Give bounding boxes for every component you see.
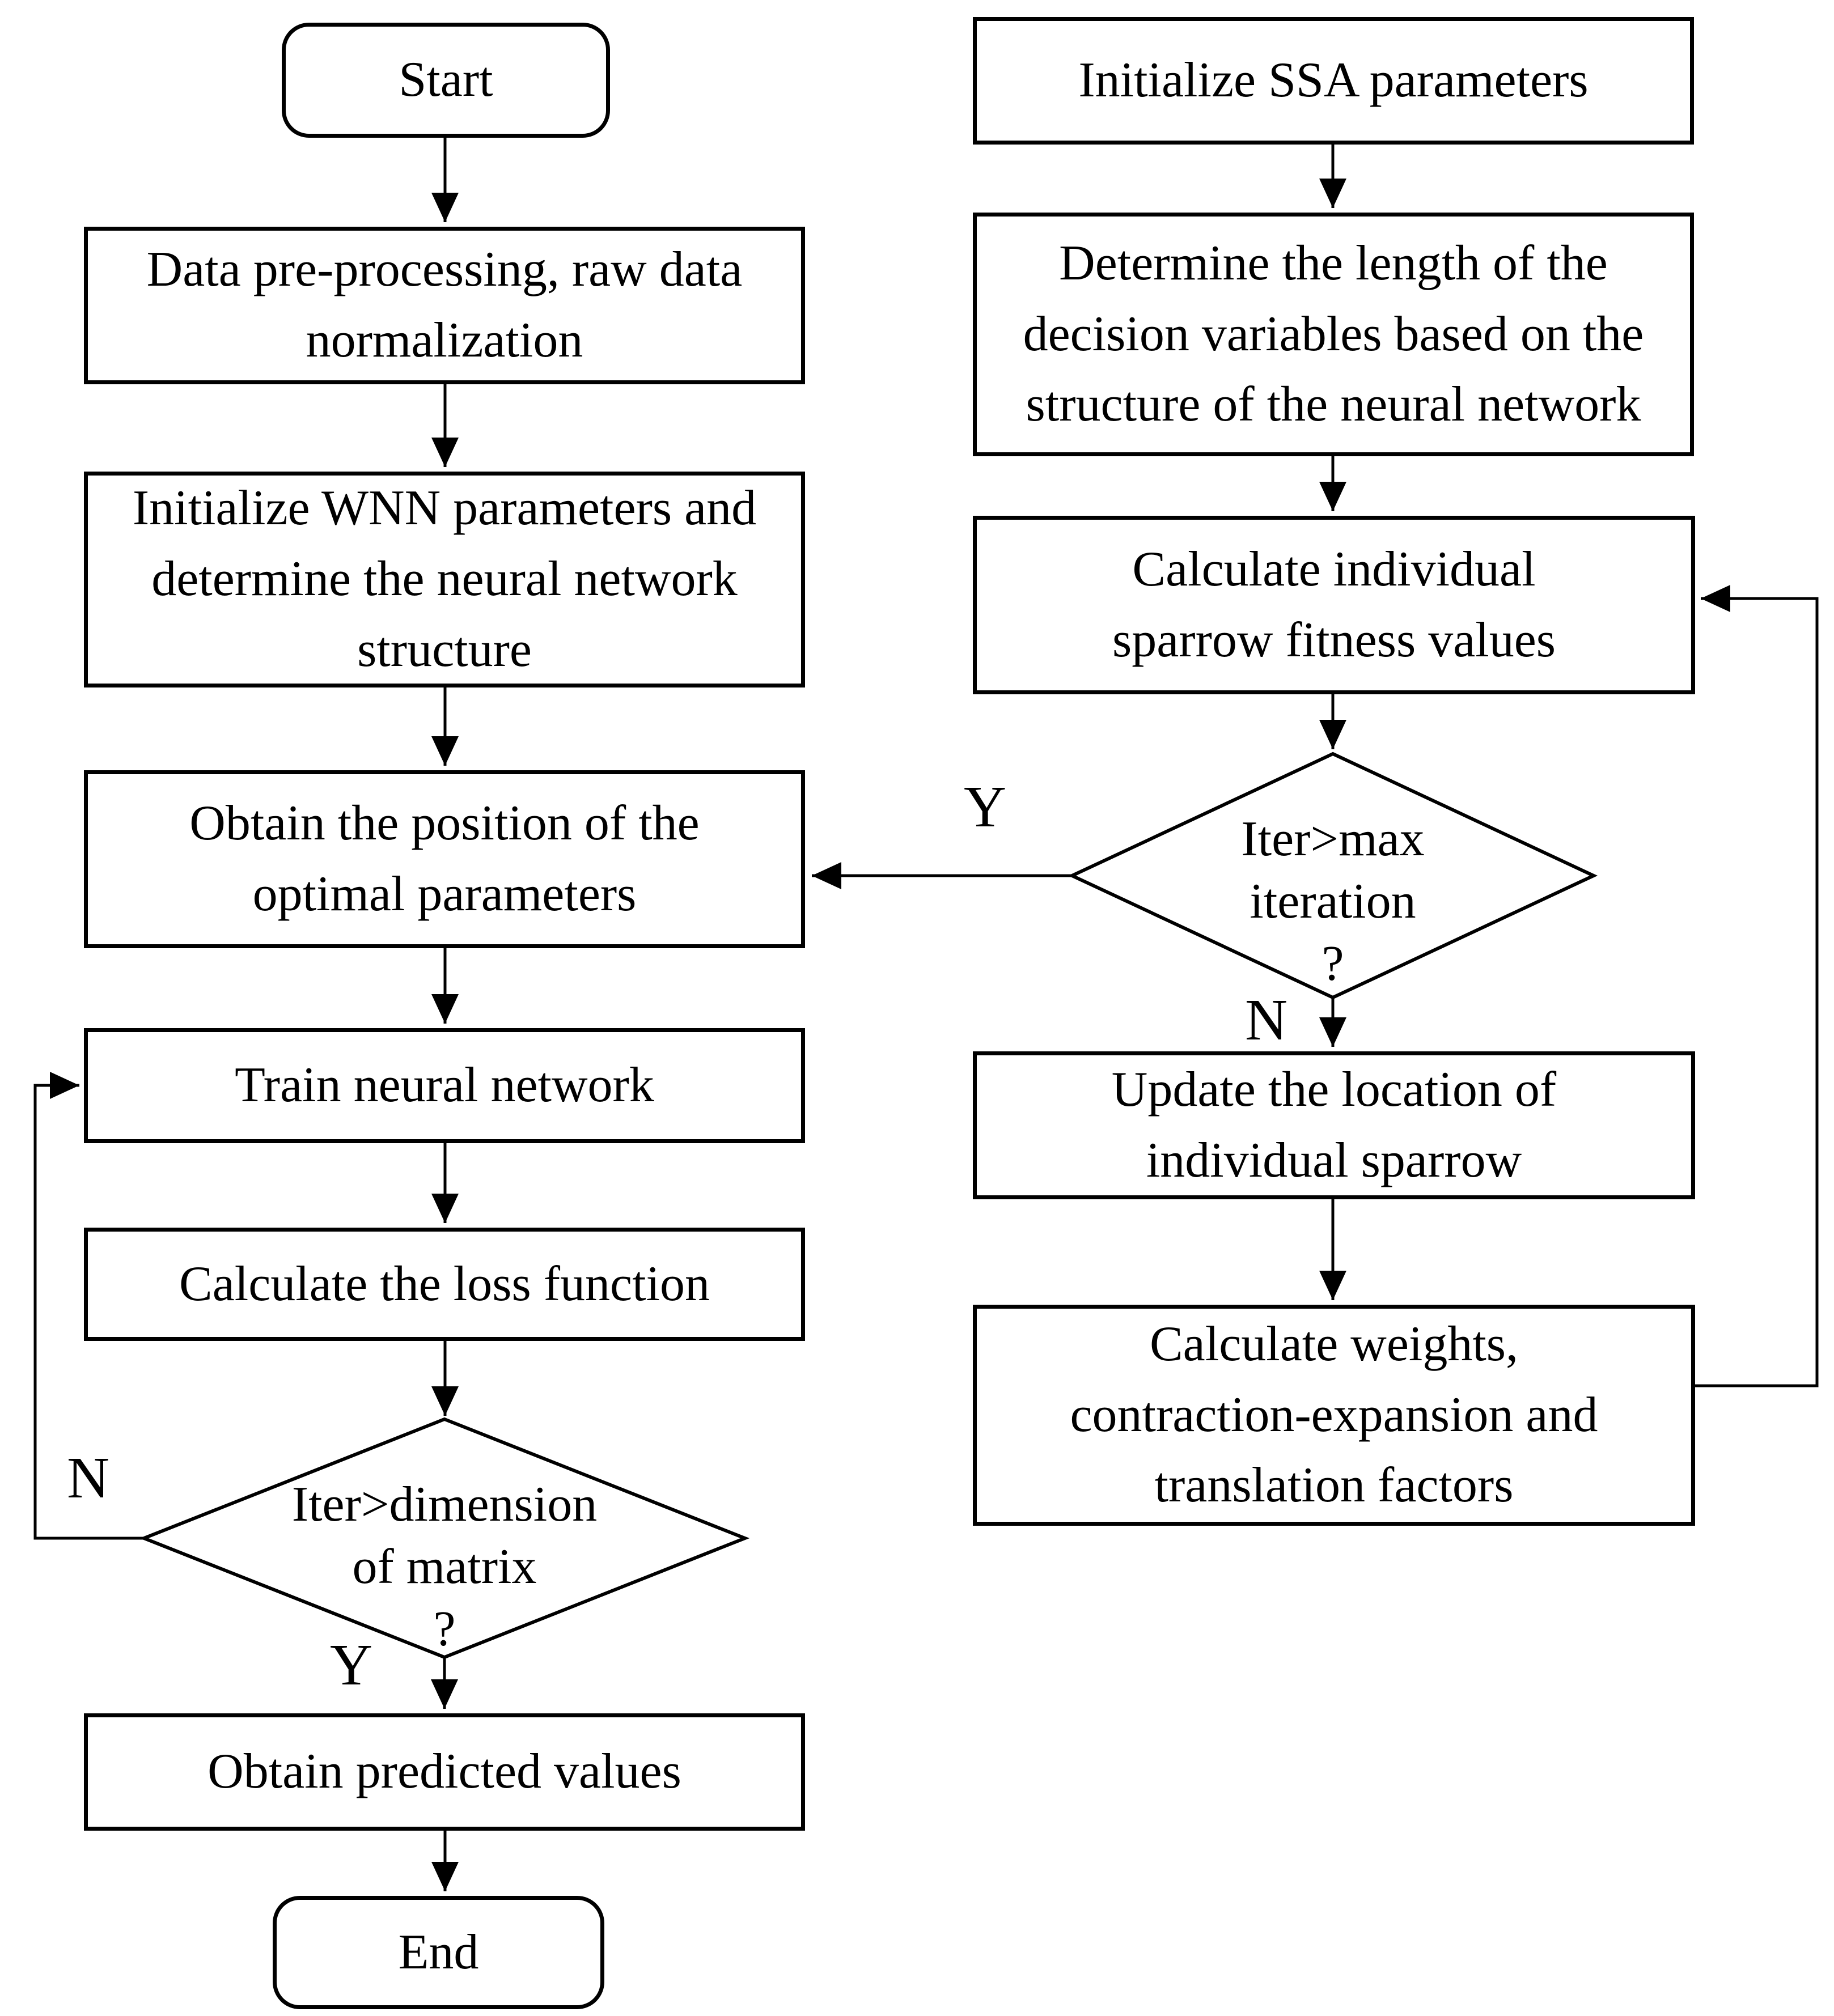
initialize-wnn-step: Initialize WNN parameters and determine …	[84, 472, 805, 687]
iteration-decision-question: ?	[1322, 936, 1344, 991]
matrix-decision-line2: of matrix	[352, 1539, 537, 1594]
diamond-iteration-outline	[1068, 752, 1598, 1000]
matrix-yes-label: Y	[330, 1632, 373, 1697]
update-sparrow-location-step: Update the location of individual sparro…	[973, 1051, 1695, 1199]
sparrow-fitness-step: Calculate individual sparrow fitness val…	[973, 516, 1695, 694]
obtain-optimal-position-step: Obtain the position of the optimal param…	[84, 770, 805, 948]
determine-variable-length-step: Determine the length of the decision var…	[973, 213, 1694, 456]
arrow-matrix-no-loop	[33, 1072, 144, 1540]
loss-function-step: Calculate the loss function	[84, 1228, 805, 1341]
arrow-weights-feedback-to-fitness	[1694, 585, 1819, 1387]
iteration-yes-label: Y	[964, 774, 1007, 839]
matrix-decision-line1: Iter>dimension	[291, 1477, 598, 1532]
train-network-step: Train neural network	[84, 1028, 805, 1143]
preprocess-step: Data pre-processing, raw data normalizat…	[84, 227, 805, 384]
iteration-decision-text: Iter>max iteration ?	[1163, 808, 1503, 995]
iteration-decision-line2: iteration	[1250, 874, 1416, 929]
diamond-matrix-outline	[139, 1417, 750, 1660]
start-terminal: Start	[282, 23, 610, 138]
initialize-ssa-step: Initialize SSA parameters	[973, 17, 1694, 145]
matrix-no-label: N	[67, 1445, 110, 1510]
iteration-no-label: N	[1245, 987, 1288, 1052]
iteration-decision-line1: Iter>max	[1241, 812, 1425, 867]
obtain-predicted-values-step: Obtain predicted values	[84, 1713, 805, 1831]
end-terminal: End	[273, 1896, 604, 2009]
calculate-weights-step: Calculate weights, contraction-expansion…	[973, 1305, 1695, 1526]
matrix-decision-question: ?	[433, 1602, 456, 1657]
matrix-decision-text: Iter>dimension of matrix ?	[189, 1474, 700, 1661]
